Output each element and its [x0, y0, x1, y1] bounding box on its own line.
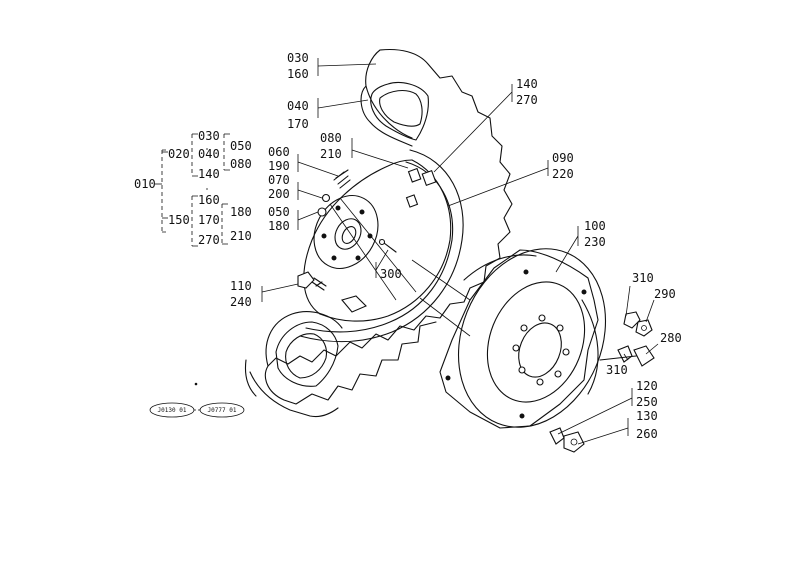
tree-020-child-2: 040 [198, 147, 220, 161]
callout-120: 120 [636, 379, 658, 393]
tree-group-020: 020 [168, 147, 190, 161]
callout-220: 220 [552, 167, 574, 181]
callout-labels: 030 160 040 170 080 210 060 190 070 200 … [230, 51, 682, 441]
callout-250: 250 [636, 395, 658, 409]
tree-020-sub-1: 050 [230, 139, 252, 153]
ref-code-right: J0777 01 [208, 407, 237, 414]
small-hardware [297, 169, 397, 291]
assembly-tree-lines [155, 133, 230, 247]
callout-170: 170 [287, 117, 309, 131]
callout-280: 280 [660, 331, 682, 345]
clamp-parts [341, 167, 437, 313]
assembly-tree-labels: 010 020 030 040 140 050 080 150 160 170 … [134, 129, 252, 247]
callout-310-upper: 310 [632, 271, 654, 285]
callout-110: 110 [230, 279, 252, 293]
callout-190: 190 [268, 159, 290, 173]
tree-020-sub-2: 080 [230, 157, 252, 171]
callout-030: 030 [287, 51, 309, 65]
tree-group-150: 150 [168, 213, 190, 227]
callout-210: 210 [320, 147, 342, 161]
callout-300: 300 [380, 267, 402, 281]
tree-150-child-3: 270 [198, 233, 220, 247]
callout-140: 140 [516, 77, 538, 91]
callout-160: 160 [287, 67, 309, 81]
callout-080: 080 [320, 131, 342, 145]
callout-060: 060 [268, 145, 290, 159]
tree-020-child-1: 030 [198, 129, 220, 143]
tree-020-child-3: 140 [198, 167, 220, 181]
callout-130: 130 [636, 409, 658, 423]
tree-150-sub-2: 210 [230, 229, 252, 243]
callout-270: 270 [516, 93, 538, 107]
callout-240: 240 [230, 295, 252, 309]
callout-260: 260 [636, 427, 658, 441]
callout-230: 230 [584, 235, 606, 249]
callout-090: 090 [552, 151, 574, 165]
tree-root: 010 [134, 177, 156, 191]
callout-290: 290 [654, 287, 676, 301]
tree-150-child-2: 170 [198, 213, 220, 227]
ref-code-left: J0130 01 [158, 407, 187, 414]
callout-040: 040 [287, 99, 309, 113]
leader-lines [261, 58, 659, 445]
tree-150-child-1: 160 [198, 193, 220, 207]
callout-200: 200 [268, 187, 290, 201]
callout-070: 070 [268, 173, 290, 187]
tire-illustration [244, 48, 513, 418]
callout-050: 050 [268, 205, 290, 219]
wheel-hub-plate [411, 248, 607, 429]
tree-150-sub-1: 180 [230, 205, 252, 219]
callout-100: 100 [584, 219, 606, 233]
callout-310-lower: 310 [606, 363, 628, 377]
reference-codes: J0130 01 J0777 01 [149, 382, 245, 418]
callout-180: 180 [268, 219, 290, 233]
